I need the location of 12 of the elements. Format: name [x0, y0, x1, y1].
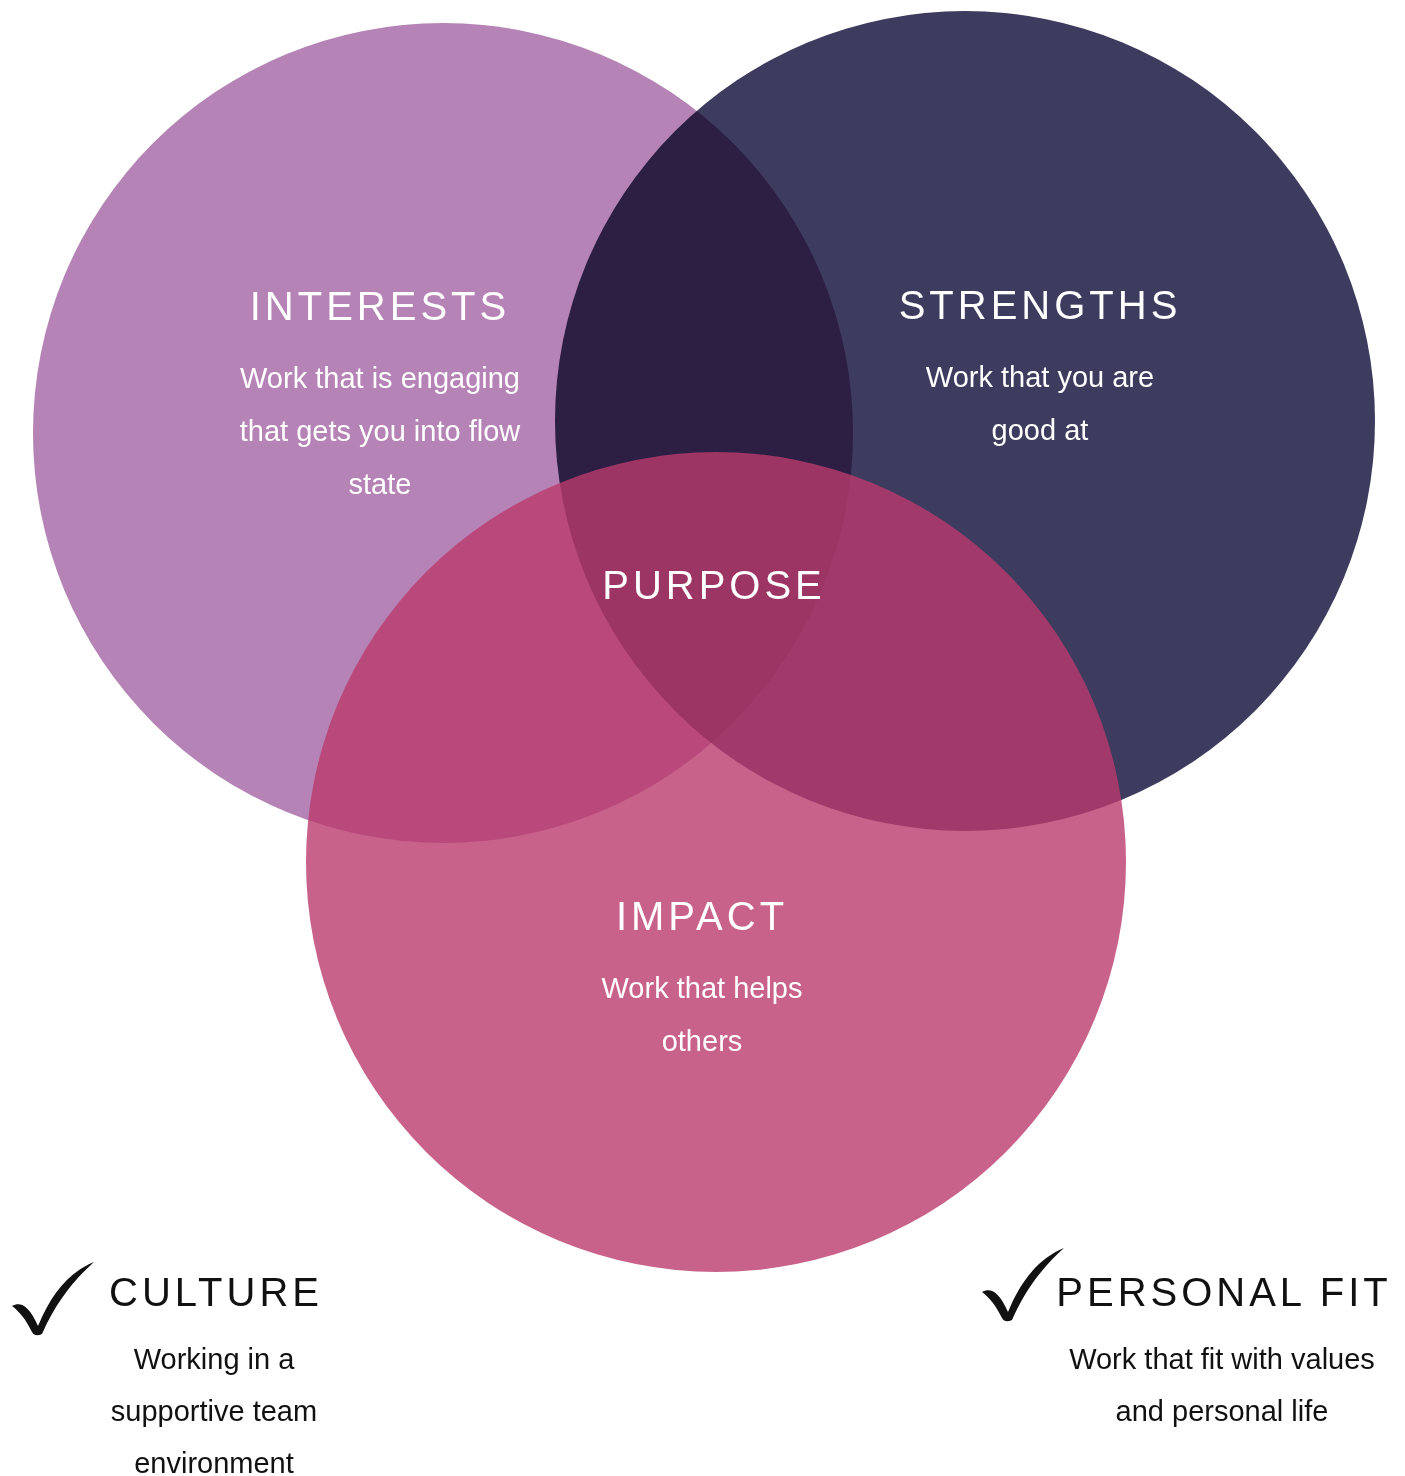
criterion-description: Work that fit with values and personal life	[1068, 1342, 1376, 1429]
circle-description: Work that is engaging that gets you into flow state	[238, 361, 522, 502]
criterion-heading: PERSONAL FIT	[1056, 1269, 1392, 1316]
circle-heading: INTERESTS	[249, 283, 511, 330]
circle-description: Work that helps others	[600, 971, 804, 1059]
circle-description: Work that you are good at	[924, 360, 1156, 448]
criterion-description: Working in a supportive team environment	[109, 1342, 319, 1476]
criterion-heading: CULTURE	[109, 1269, 323, 1316]
circle-heading: IMPACT	[615, 893, 789, 940]
center-heading: PURPOSE	[602, 562, 826, 609]
venn-circle	[306, 452, 1126, 1272]
circle-heading: STRENGTHS	[898, 282, 1182, 329]
